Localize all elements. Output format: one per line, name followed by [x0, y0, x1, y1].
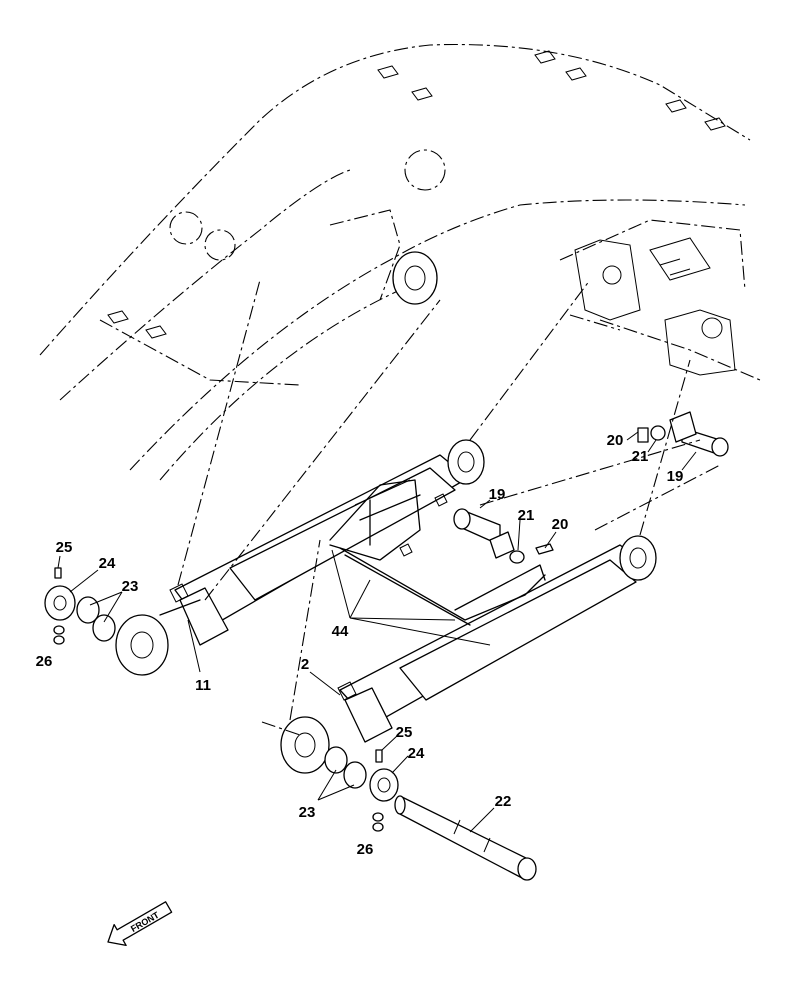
callout-21-right: 21	[632, 448, 649, 465]
bolt-20-right	[637, 427, 649, 443]
callout-21-middle: 21	[518, 507, 535, 524]
pin-19-middle	[453, 508, 515, 559]
callouts: 25 24 23 26 11 2 44 19 21 20 20 21 19 25…	[36, 431, 697, 858]
boom-outline	[39, 43, 761, 481]
assembly-lines	[177, 279, 721, 736]
front-arrow: FRONT	[107, 901, 173, 947]
callout-26-lower: 26	[357, 841, 374, 858]
callout-11: 11	[195, 677, 211, 694]
washer-21-right	[650, 425, 666, 441]
callout-44: 44	[332, 623, 349, 640]
callout-2: 2	[301, 656, 309, 673]
hose-assembly-44	[329, 479, 546, 626]
callout-20-middle: 20	[552, 516, 569, 533]
callout-26-left: 26	[36, 653, 53, 670]
pin-22	[394, 795, 537, 881]
callout-24-lower: 24	[408, 745, 425, 762]
callout-20-right: 20	[607, 432, 624, 449]
callout-23-lower: 23	[299, 804, 316, 821]
callout-22: 22	[495, 793, 512, 810]
hardware-set-lower	[324, 746, 399, 832]
hardware-set-left	[44, 567, 116, 645]
callout-19-middle: 19	[489, 486, 506, 503]
pin-19-right	[669, 411, 729, 457]
callout-24-left: 24	[99, 555, 116, 572]
callout-23-left: 23	[122, 578, 139, 595]
washer-21-middle	[509, 550, 525, 564]
callout-19-right: 19	[667, 468, 684, 485]
callout-25-left: 25	[56, 539, 73, 556]
callout-25-lower: 25	[396, 724, 413, 741]
bolt-20-middle	[535, 543, 554, 555]
boom-cylinder-11	[115, 439, 485, 676]
